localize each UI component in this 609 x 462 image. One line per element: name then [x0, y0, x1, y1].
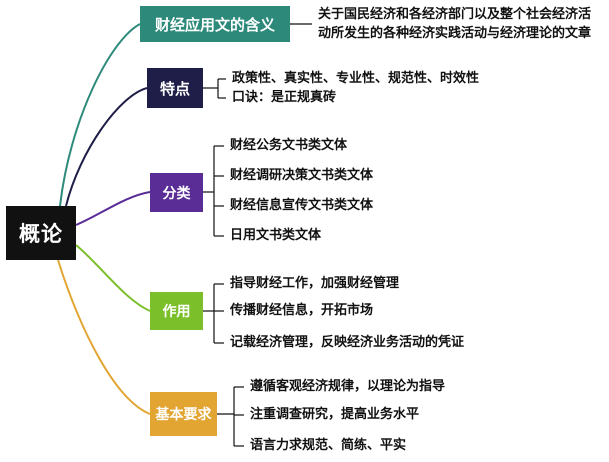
bracket-features: [203, 78, 226, 99]
requirements-item-3: 语言力求规范、简练、平实: [250, 438, 407, 453]
root-node: 概论: [6, 206, 76, 260]
bracket-function: [203, 283, 224, 344]
bracket-classification: [203, 145, 224, 237]
connector-root-to-meaning: [59, 23, 141, 207]
bracket-requirements: [217, 386, 244, 447]
features-item-1: 政策性、真实性、专业性、规范性、时效性: [232, 71, 480, 86]
branch-features: 特点: [147, 68, 203, 108]
branch-classification: 分类: [150, 173, 203, 212]
connector-root-to-classification: [75, 191, 151, 226]
connector-root-to-requirements: [57, 259, 151, 415]
classification-item-4: 日用文书类文体: [230, 228, 322, 243]
classification-item-3: 财经信息宣传文书类文体: [230, 198, 374, 213]
branch-function: 作用: [150, 292, 203, 330]
connector-root-to-features: [65, 87, 148, 207]
requirements-item-2: 注重调查研究，提高业务水平: [250, 407, 420, 422]
features-item-2: 口诀：是正规真砖: [232, 90, 337, 105]
function-item-2: 传播财经信息，开拓市场: [230, 303, 374, 318]
connector-root-to-function: [75, 244, 151, 312]
classification-item-2: 财经调研决策文书类文体: [230, 168, 374, 183]
meaning-line-2: 动所发生的各种经济实践活动与经济理论的文章: [318, 26, 592, 41]
requirements-item-1: 遵循客观经济规律，以理论为指导: [250, 379, 446, 394]
classification-item-1: 财经公务文书类文体: [230, 138, 348, 153]
function-item-1: 指导财经工作，加强财经管理: [230, 276, 400, 291]
branch-meaning: 财经应用文的含义: [140, 6, 290, 42]
branch-requirements: 基本要求: [150, 392, 217, 436]
meaning-line-1: 关于国民经济和各经济部门以及整个社会经济活: [318, 7, 592, 22]
function-item-3: 记载经济管理，反映经济业务活动的凭证: [230, 335, 465, 350]
